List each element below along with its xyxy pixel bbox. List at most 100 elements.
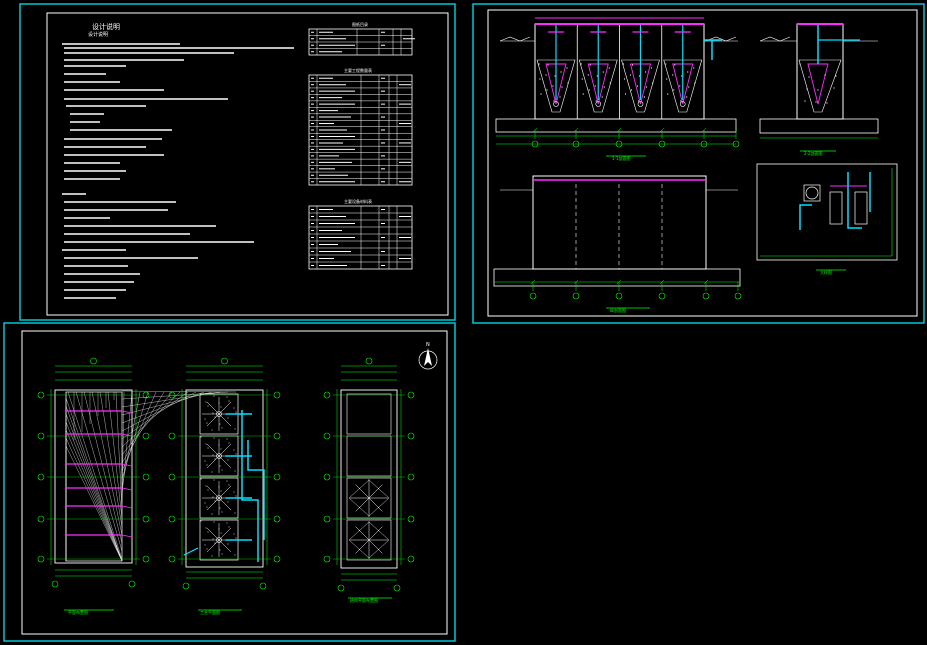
hopper-edge	[206, 527, 220, 541]
aeration-pipe	[121, 410, 133, 414]
hatch-dot	[228, 442, 230, 444]
hatch-dot	[588, 89, 590, 91]
table-title-drawing-list: 图纸目录	[352, 21, 368, 27]
plan-layout-2: 工艺平面图	[168, 357, 281, 615]
hatch-dot	[234, 428, 236, 430]
hatch-dot	[666, 78, 668, 80]
hatch-dot	[218, 486, 220, 488]
hatch-line	[121, 391, 205, 424]
hatch-dot	[673, 89, 675, 91]
hatch-dot	[233, 491, 235, 493]
axis-bubble	[732, 140, 740, 148]
sheet-frame	[3, 322, 456, 642]
hatch-dot	[233, 449, 235, 451]
hopper-edge	[206, 455, 220, 469]
outlet	[216, 537, 222, 543]
hatch-dot	[561, 86, 563, 88]
hatch-dot	[835, 75, 837, 77]
axis-bubble	[273, 432, 281, 440]
hopper	[798, 59, 842, 113]
dimension-tick	[616, 127, 622, 133]
hopper-edge	[368, 497, 383, 512]
hatch-dot	[206, 548, 208, 550]
hatch-dot	[546, 89, 548, 91]
hatch-line	[67, 391, 123, 560]
hatch-dot	[624, 93, 627, 95]
hatch-line	[121, 391, 133, 496]
hatch-dot	[227, 543, 229, 545]
hatch-dot	[645, 86, 648, 88]
hatch-line	[121, 391, 141, 488]
hatch-dot	[226, 396, 228, 398]
sheet-inner-frame	[21, 330, 448, 635]
longitudinal-section: 纵剖面图	[493, 175, 742, 313]
hatch-dot	[226, 522, 228, 524]
hatch-dot	[219, 507, 221, 509]
hatch-dot	[559, 96, 561, 98]
sheet-sections: 1-1剖面图 2-2剖面图	[472, 3, 925, 324]
hatch-dot	[204, 502, 206, 504]
main-pipe	[247, 440, 265, 540]
hopper-edge	[218, 455, 232, 469]
hatch-dot	[799, 63, 801, 65]
hatch-dot	[228, 526, 230, 528]
hopper-edge	[355, 526, 370, 541]
axis-bubble	[407, 515, 415, 523]
hatch-dot	[602, 71, 604, 73]
hatch-dot	[538, 63, 540, 65]
hatch-dot	[204, 544, 206, 546]
axis-bubble	[323, 391, 331, 399]
plan-cell	[346, 519, 392, 561]
notes-subheading: 设计说明	[88, 31, 108, 38]
hopper-edge	[218, 527, 232, 541]
hatch-dot	[554, 75, 556, 77]
axis-bubble	[168, 432, 176, 440]
hatch-dot	[212, 412, 214, 414]
hatch-dot	[547, 64, 549, 66]
plan-layout-3: 结构平面布置图	[323, 357, 415, 603]
axis-bubble	[168, 391, 176, 399]
hopper-edge	[368, 484, 383, 499]
hopper-outline	[348, 479, 390, 517]
outlet	[216, 411, 222, 417]
hatch-dot	[214, 458, 216, 460]
hatch-dot	[205, 527, 207, 529]
detail-drawing: 大样图	[756, 163, 898, 275]
plan-cell	[346, 477, 392, 519]
hatch-dot	[234, 470, 236, 472]
axis-bubble	[700, 140, 708, 148]
hatch-dot	[815, 101, 817, 103]
sheet-design-notes: 设计说明 设计说明 图纸目录 主要工程数量表 主要设备材料表	[19, 3, 456, 321]
axis-bubble	[273, 473, 281, 481]
plan-3-title: 结构平面布置图	[350, 597, 378, 603]
hatch-dot	[650, 67, 653, 69]
hatch-dot	[211, 429, 213, 431]
quantities-table: 主要工程数量表	[308, 67, 413, 186]
hatch-dot	[680, 100, 682, 102]
axis-bubble	[531, 140, 539, 148]
axis-bubble	[168, 515, 176, 523]
axis-bubble	[658, 140, 666, 148]
axis-bubble	[168, 555, 176, 563]
hatch-dot	[580, 63, 582, 65]
hatch-dot	[218, 528, 220, 530]
axis-bubble	[37, 391, 45, 399]
hatch-dot	[200, 520, 202, 522]
axis-bubble	[142, 555, 150, 563]
hatch-dot	[220, 448, 222, 450]
axis-bubble	[273, 391, 281, 399]
hopper-edge	[206, 539, 220, 553]
hopper-edge	[355, 497, 370, 512]
hatch-dot	[679, 85, 681, 87]
notes-heading: 设计说明	[92, 22, 120, 31]
hatch-dot	[205, 485, 207, 487]
axis-bubble	[323, 555, 331, 563]
hatch-dot	[204, 460, 206, 462]
hatch-dot	[594, 85, 596, 87]
axis-bubble	[37, 432, 45, 440]
axis-bubble	[407, 473, 415, 481]
dimension-tick	[703, 279, 709, 285]
notes-text-lines	[62, 43, 294, 299]
hopper-edge	[206, 401, 220, 415]
dimension-tick	[573, 279, 579, 285]
